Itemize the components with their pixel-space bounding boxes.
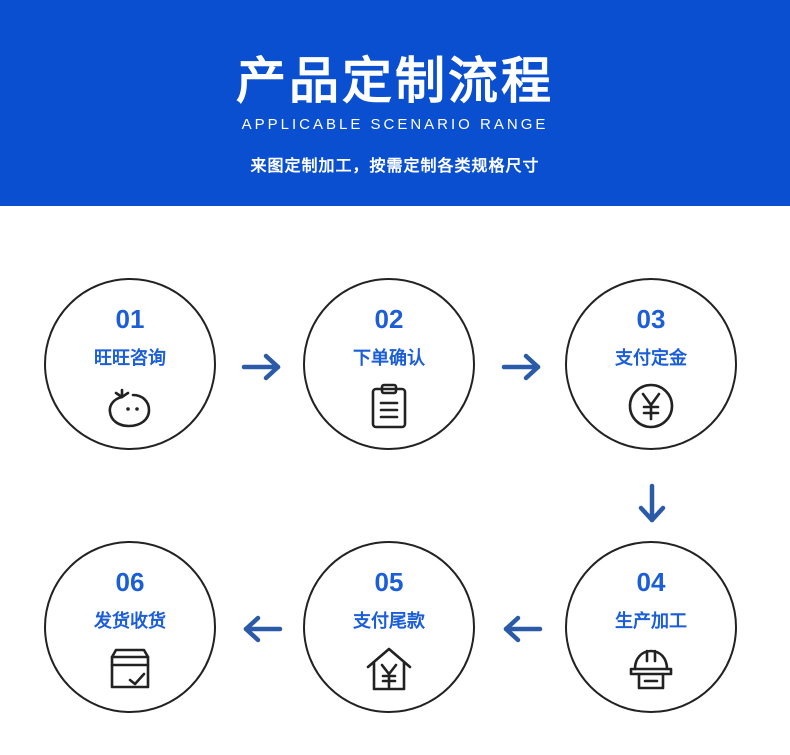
- step-01: 01 旺旺咨询: [44, 278, 216, 450]
- chat-bubble-icon: [104, 380, 156, 432]
- step-label: 发货收货: [94, 611, 166, 632]
- step-number: 06: [115, 567, 145, 597]
- header-banner: 产品定制流程 APPLICABLE SCENARIO RANGE 来图定制加工，…: [0, 0, 790, 206]
- package-check-icon: [104, 643, 156, 695]
- step-04: 04 生产加工: [565, 541, 737, 713]
- worker-helmet-icon: [625, 643, 677, 695]
- step-number: 02: [374, 304, 404, 334]
- step-label: 旺旺咨询: [94, 348, 166, 369]
- step-label: 下单确认: [353, 348, 425, 369]
- step-06: 06 发货收货: [44, 541, 216, 713]
- step-number: 03: [636, 304, 666, 334]
- step-03: 03 支付定金: [565, 278, 737, 450]
- arrow-left-icon: [500, 614, 544, 644]
- house-yuan-icon: [363, 643, 415, 695]
- step-number: 04: [636, 567, 666, 597]
- page-subtitle-en: APPLICABLE SCENARIO RANGE: [241, 116, 549, 133]
- step-number: 05: [374, 567, 404, 597]
- arrow-down-icon: [630, 482, 674, 526]
- arrow-right-icon: [500, 352, 544, 382]
- step-label: 支付定金: [615, 348, 687, 369]
- arrow-right-icon: [240, 352, 284, 382]
- step-02: 02 下单确认: [303, 278, 475, 450]
- step-05: 05 支付尾款: [303, 541, 475, 713]
- arrow-left-icon: [240, 614, 284, 644]
- page-tagline: 来图定制加工，按需定制各类规格尺寸: [250, 156, 540, 175]
- step-number: 01: [115, 304, 145, 334]
- yuan-coin-icon: [625, 380, 677, 432]
- page-title: 产品定制流程: [236, 52, 554, 110]
- step-label: 生产加工: [615, 611, 687, 632]
- clipboard-icon: [363, 380, 415, 432]
- step-label: 支付尾款: [353, 611, 425, 632]
